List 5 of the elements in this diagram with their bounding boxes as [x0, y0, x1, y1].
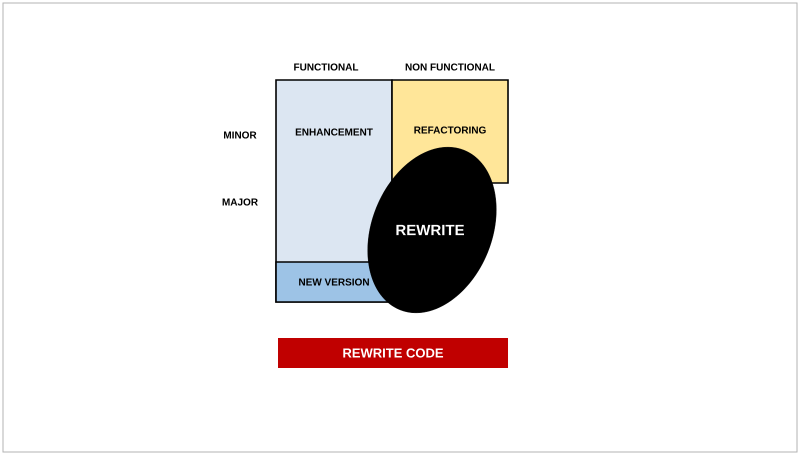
column-heading: NON FUNCTIONAL: [406, 63, 495, 71]
label-bar: REWRITE CODE: [278, 338, 508, 368]
row-heading: MAJOR: [222, 198, 258, 206]
column-heading: FUNCTIONAL: [294, 63, 358, 71]
row-heading: MINOR: [224, 131, 256, 139]
